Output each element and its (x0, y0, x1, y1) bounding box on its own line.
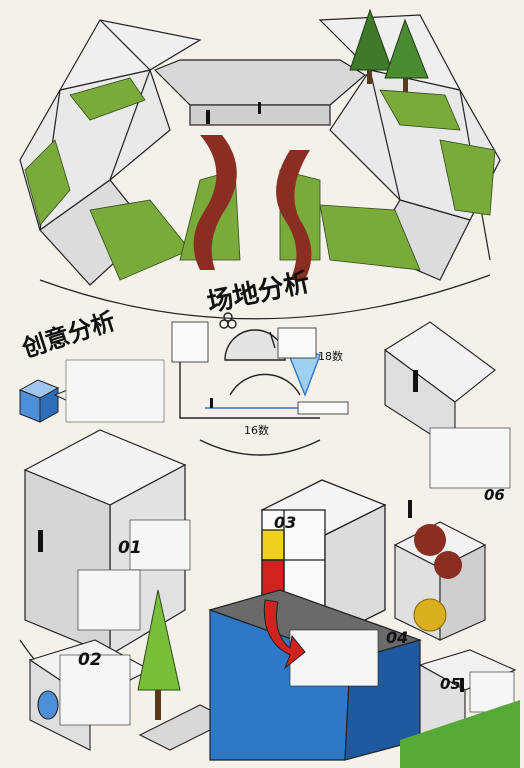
tree-02 (137, 589, 181, 720)
sketch-01 (19, 429, 191, 721)
red-arrow (263, 599, 306, 670)
number-05: 05 (440, 675, 461, 693)
top-trees (349, 8, 429, 92)
dimension-16: 16数 (244, 424, 269, 437)
number-04: 04 (386, 628, 409, 647)
sketch-02 (28, 639, 232, 751)
number-01: 01 (118, 538, 142, 558)
number-02: 02 (78, 650, 102, 670)
concept-note (65, 359, 165, 423)
sketch-04 (393, 521, 487, 641)
site-notes (171, 321, 349, 415)
number-03: 03 (274, 513, 297, 532)
number-06: 06 (484, 486, 505, 504)
dimension-18: 18数 (318, 350, 343, 363)
sketch-05 (400, 649, 520, 768)
water-platform (208, 589, 422, 761)
human-figures (38, 102, 464, 692)
flower-paths (193, 135, 312, 280)
sketch-06 (384, 321, 511, 489)
